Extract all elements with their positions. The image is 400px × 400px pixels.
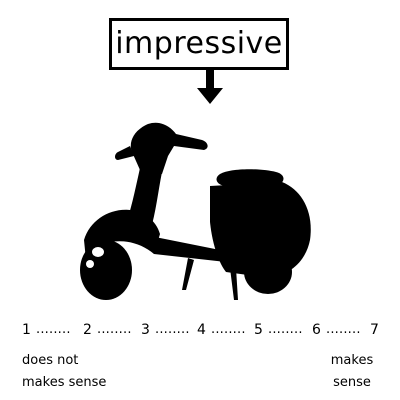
scooter-silhouette-icon bbox=[80, 122, 311, 300]
scale-separator: ........ bbox=[36, 322, 71, 337]
left-anchor-label: does not makes sense bbox=[22, 350, 106, 394]
scale-separator: ........ bbox=[211, 322, 246, 337]
word-label-box: impressive bbox=[109, 18, 289, 70]
stimulus-word: impressive bbox=[115, 26, 283, 61]
scale-point-4[interactable]: 4 bbox=[197, 322, 206, 338]
right-anchor-line1: makes bbox=[330, 353, 374, 368]
scale-point-6[interactable]: 6 bbox=[312, 322, 321, 338]
scale-point-7[interactable]: 7 bbox=[370, 322, 379, 338]
left-anchor-line1: does not bbox=[22, 353, 79, 368]
rating-scale: 1 ........ 2 ........ 3 ........ 4 .....… bbox=[22, 322, 382, 344]
scale-separator: ........ bbox=[97, 322, 132, 337]
scale-separator: ........ bbox=[155, 322, 190, 337]
scale-separator: ........ bbox=[268, 322, 303, 337]
scale-point-3[interactable]: 3 bbox=[141, 322, 150, 338]
right-anchor-line2: sense bbox=[333, 375, 371, 390]
scale-point-2[interactable]: 2 bbox=[83, 322, 92, 338]
left-anchor-line2: makes sense bbox=[22, 375, 107, 390]
right-anchor-label: makes sense bbox=[322, 350, 382, 394]
scale-separator: ........ bbox=[326, 322, 361, 337]
arrow-down-icon bbox=[197, 70, 223, 104]
scale-point-1[interactable]: 1 bbox=[22, 322, 31, 338]
scale-point-5[interactable]: 5 bbox=[254, 322, 263, 338]
